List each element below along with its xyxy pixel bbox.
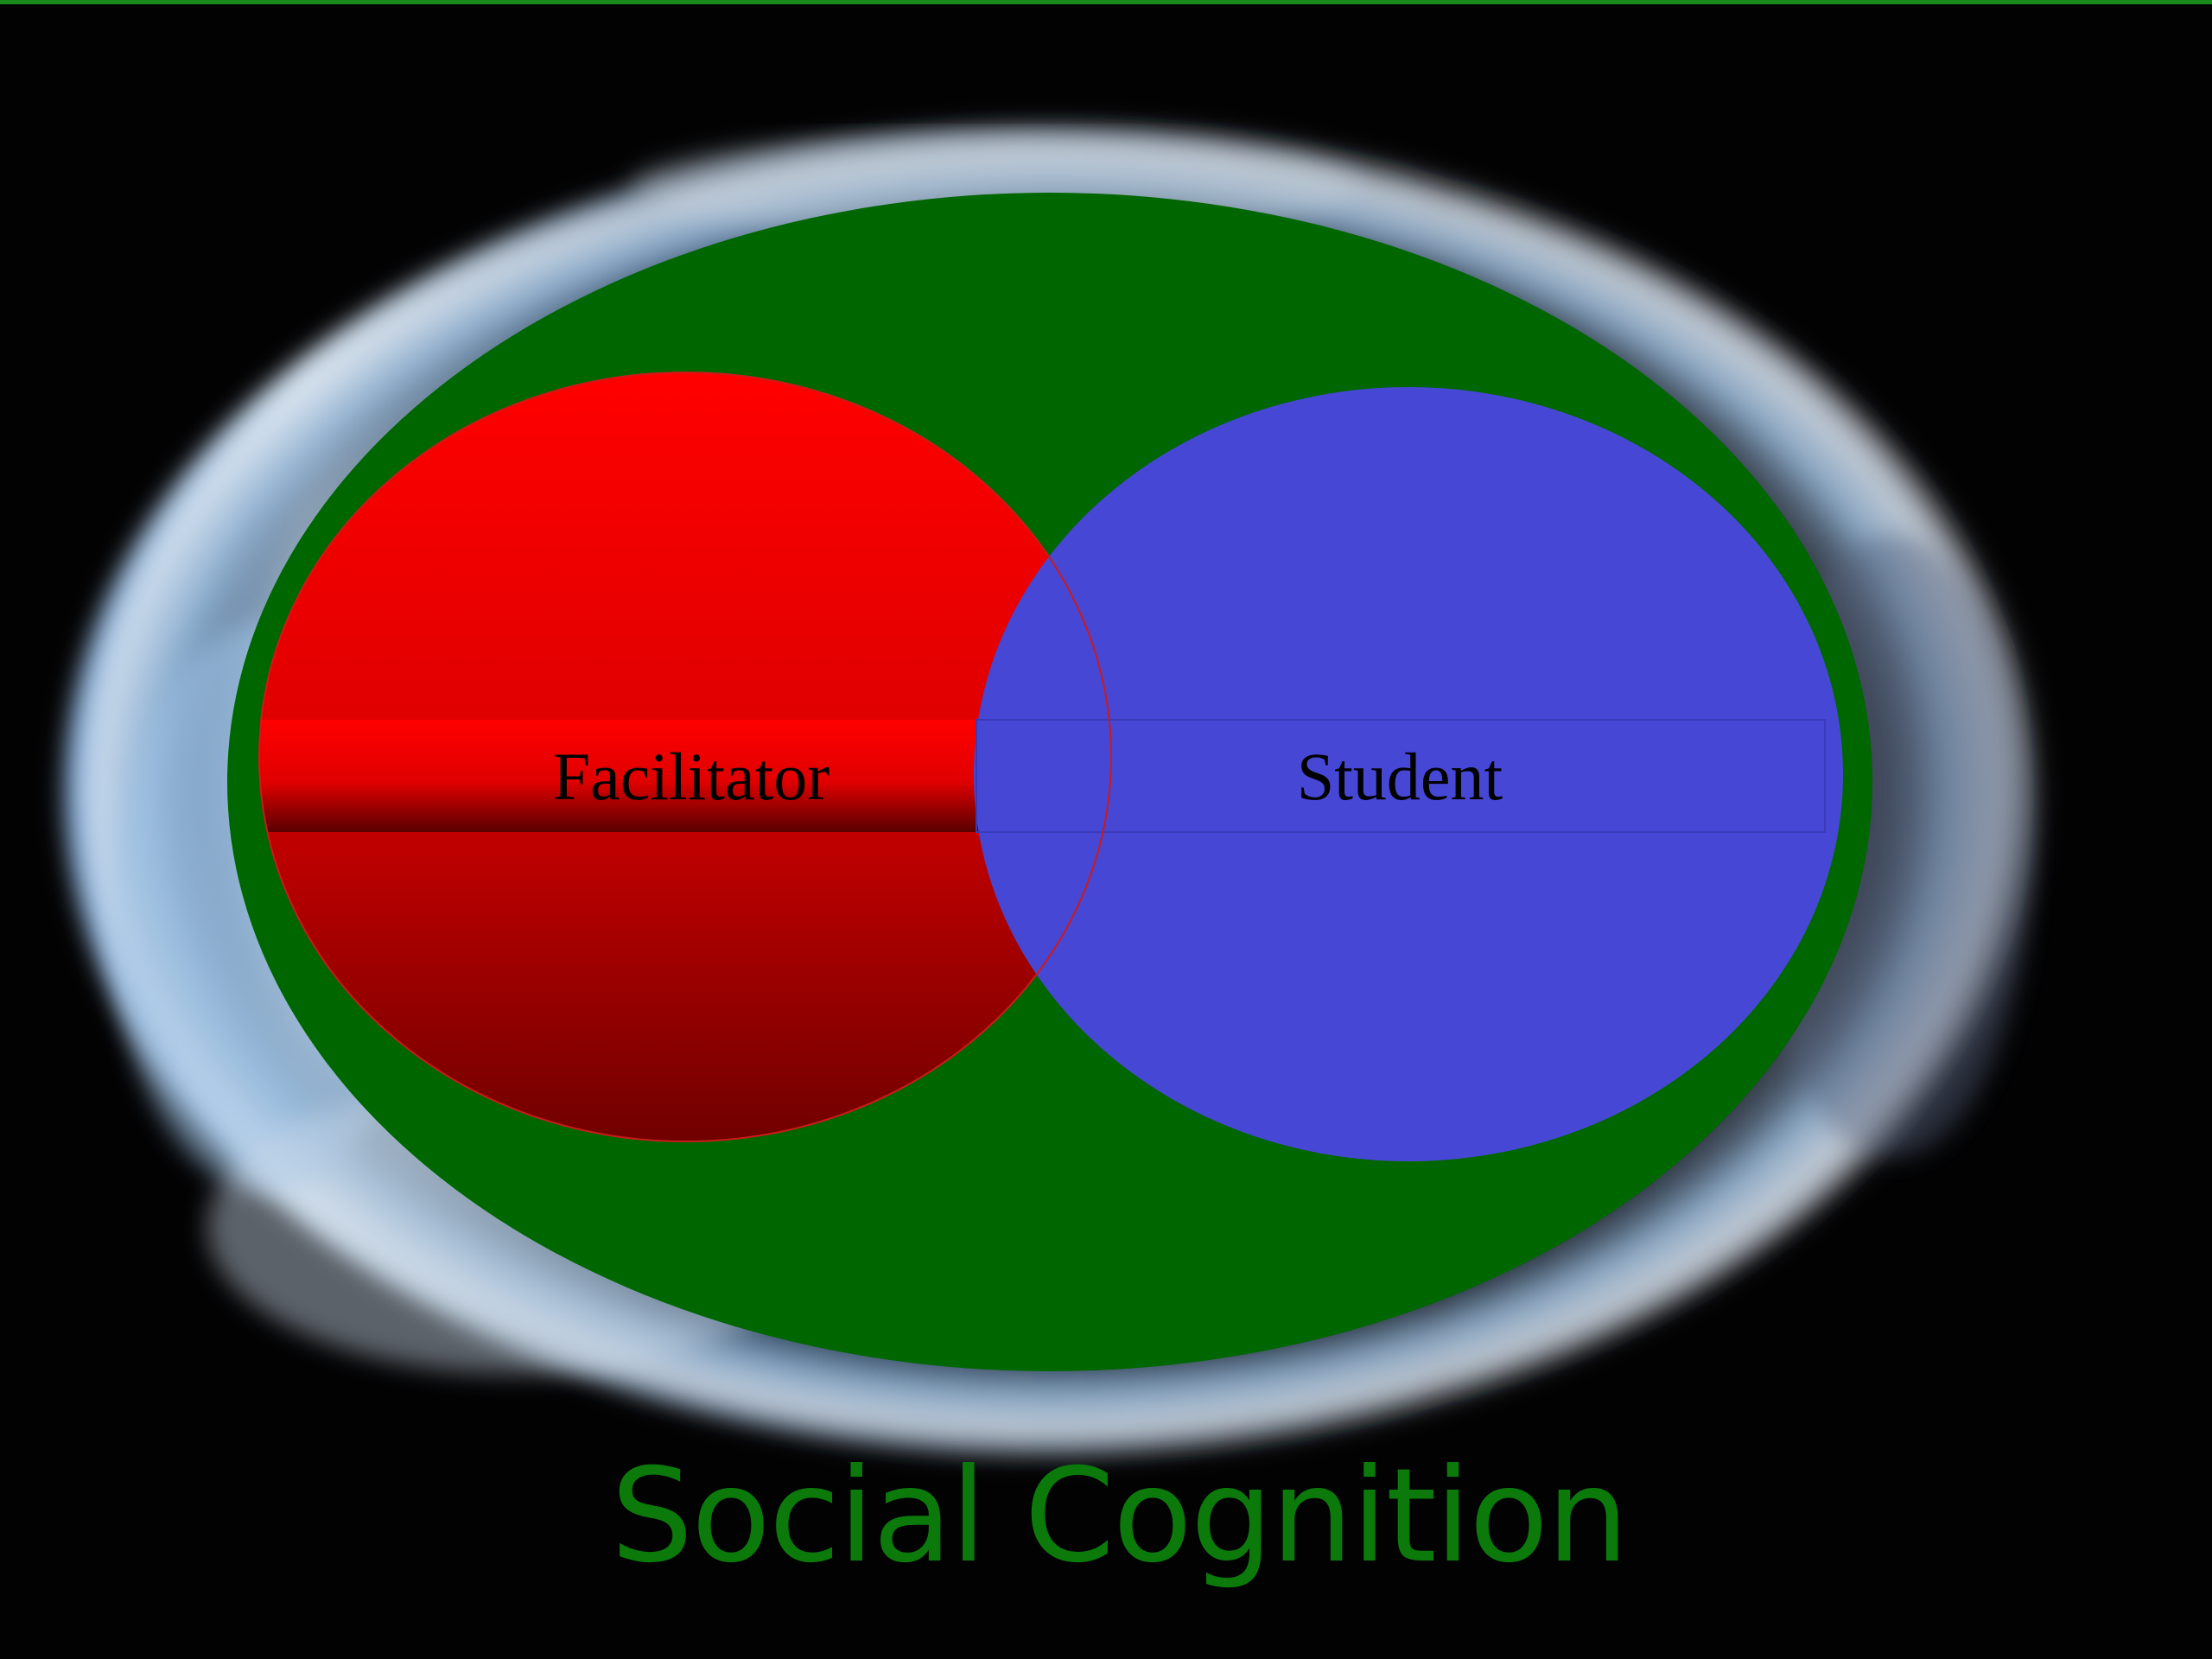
facilitator-label: Facilitator [553,739,830,814]
facilitator-outline [258,372,1112,1142]
facilitator-ellipse[interactable] [259,372,1123,1141]
slide-title: Social Cognition [610,1441,1629,1592]
student-ellipse[interactable] [974,387,1843,1161]
student-label: Student [1297,739,1503,814]
top-rule [0,0,2212,4]
